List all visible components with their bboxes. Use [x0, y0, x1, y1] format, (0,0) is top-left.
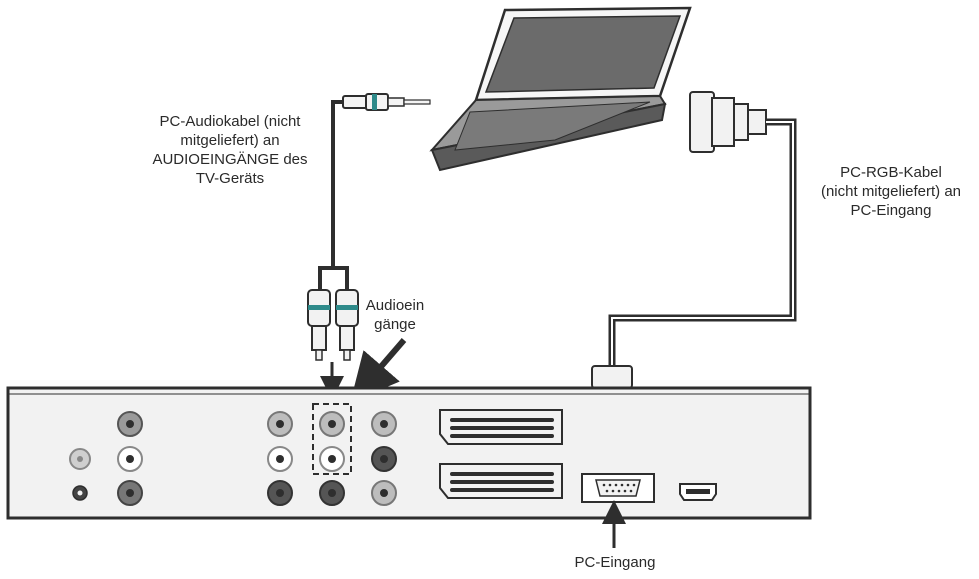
pc-input-label-text: PC-Eingang — [574, 554, 656, 571]
laptop-icon — [429, 6, 692, 172]
rgb-cable-label-line-3: PC-Eingang — [850, 202, 932, 219]
rgb-cable-label-line-2: (nicht mitgeliefert) an — [820, 183, 962, 200]
rca-jack-group-4 — [371, 411, 397, 506]
hdmi-port — [679, 483, 717, 501]
audio-cable-label-line-2: mitgeliefert) an — [180, 132, 280, 149]
audio-inputs-label: Audioein gänge — [360, 296, 430, 334]
rca-plug-right — [335, 289, 359, 361]
pc-input-port — [581, 473, 655, 503]
audio-inputs-arrow — [350, 338, 407, 403]
audio-cable — [318, 100, 349, 290]
audio-cable-label: PC-Audiokabel (nicht mitgeliefert) an AU… — [110, 112, 350, 188]
rca-plug-left — [307, 289, 331, 361]
scart-connector-2 — [439, 463, 563, 499]
audio-inputs-label-line-2: gänge — [374, 316, 416, 333]
rca-jack-group-3 — [319, 411, 345, 506]
audio-minijack-plug — [342, 93, 431, 111]
antenna-jack — [69, 448, 91, 470]
audio-inputs-label-line-1: Audioein — [365, 297, 425, 314]
vga-plug-top — [689, 91, 767, 153]
rca-jack-group-1 — [117, 411, 143, 506]
audio-cable-label-line-3: AUDIOEINGÄNGE des — [152, 151, 308, 168]
rgb-cable-label: PC-RGB-Kabel (nicht mitgeliefert) an PC-… — [806, 163, 976, 220]
rgb-cable — [608, 118, 797, 366]
audio-cable-label-line-4: TV-Geräts — [195, 170, 265, 187]
pc-input-label: PC-Eingang — [540, 553, 690, 572]
audio-cable-label-line-1: PC-Audiokabel (nicht — [159, 113, 301, 130]
audio-inputs-highlight — [312, 403, 352, 475]
headphone-jack — [72, 485, 88, 501]
rgb-cable-label-line-1: PC-RGB-Kabel — [840, 164, 942, 181]
scart-connector-1 — [439, 409, 563, 445]
rca-jack-group-2 — [267, 411, 293, 506]
